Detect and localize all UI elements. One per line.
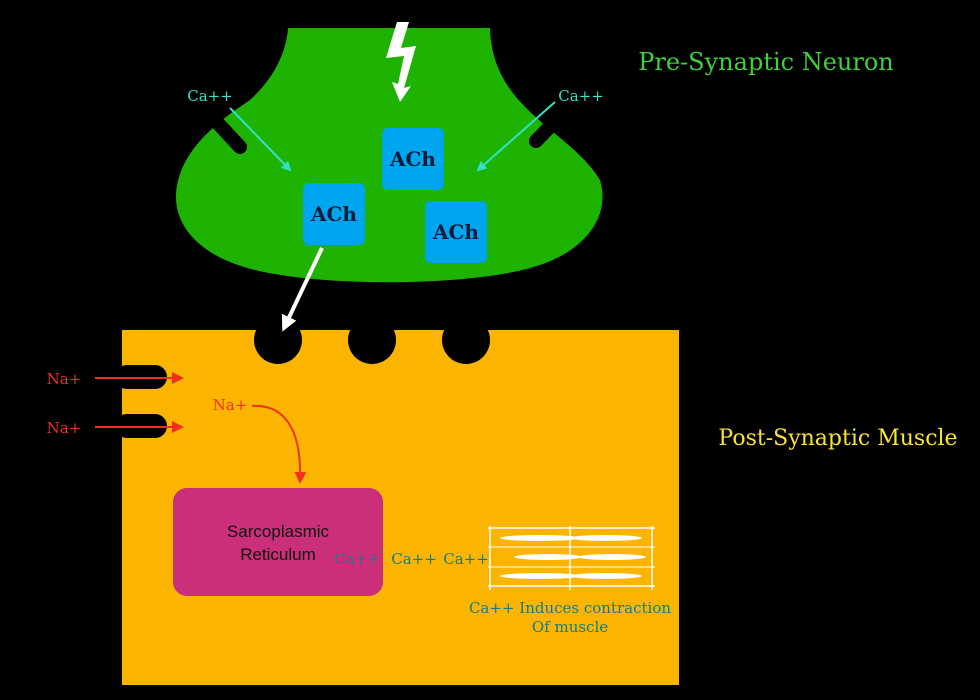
sr-label-line1: Sarcoplasmic: [227, 522, 330, 541]
myofilaments: [500, 535, 646, 579]
na-label-internal: Na+: [213, 396, 248, 414]
ca-arrow-right: [476, 101, 556, 172]
lightning-bolt-icon: [386, 22, 416, 102]
ach-label-right: ACh: [432, 220, 479, 244]
contraction-caption-line2: Of muscle: [532, 618, 608, 636]
sarcoplasmic-reticulum: [173, 488, 383, 596]
contraction-caption-line1: Ca++ Induces contraction: [469, 599, 671, 617]
sr-label-line2: Reticulum: [240, 545, 316, 564]
myofibril-icon: [488, 526, 655, 590]
ach-vesicle-left: [303, 183, 365, 245]
ca-release-label-1: Ca++: [334, 550, 380, 568]
na-arrow-to-sr: [251, 404, 307, 484]
ach-vesicle-top: [382, 128, 444, 190]
na-label-1: Na+: [47, 370, 82, 388]
ca-label-left: Ca++: [187, 87, 233, 105]
presynaptic-neuron-label: Pre-Synaptic Neuron: [638, 48, 894, 76]
ca-arrow-left: [229, 107, 292, 172]
ach-label-top: ACh: [389, 147, 436, 171]
ach-label-left: ACh: [310, 202, 357, 226]
ca-channel-left: [206, 111, 247, 154]
ach-vesicle-right: [425, 201, 487, 263]
na-label-2: Na+: [47, 419, 82, 437]
ach-release-arrow: [281, 247, 324, 332]
ca-release-label-3: Ca++: [443, 550, 489, 568]
ca-release-label-2: Ca++: [391, 550, 437, 568]
postsynaptic-muscle-label: Post-Synaptic Muscle: [718, 426, 957, 451]
ca-label-right: Ca++: [558, 87, 604, 105]
ca-channel-right: [529, 101, 575, 148]
